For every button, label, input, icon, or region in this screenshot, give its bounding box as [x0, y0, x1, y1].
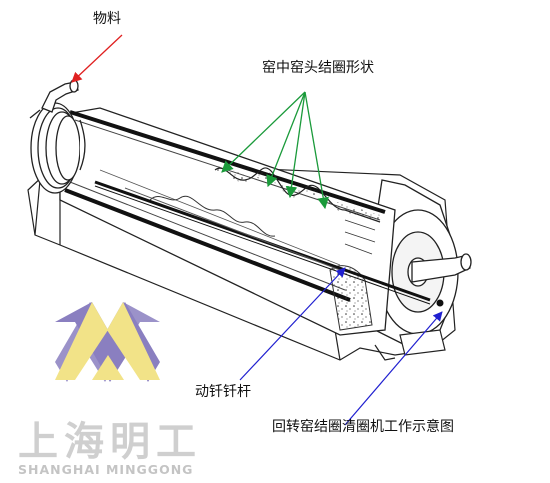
- material-label: 物料: [93, 11, 121, 27]
- ring-shape-label: 窑中窑头结圈形状: [262, 60, 374, 76]
- ring-arrow-2: [266, 91, 306, 188]
- rod-label: 动钎钎杆: [195, 384, 251, 400]
- feed-pipe: [41, 79, 79, 113]
- company-name-cn: 上海明工: [18, 419, 202, 465]
- support-legs: [374, 329, 446, 361]
- ring-arrow-4: [304, 91, 329, 210]
- ring-arrow-1: [221, 91, 306, 173]
- kiln-tail-end: [29, 102, 86, 194]
- material-arrow: [71, 34, 123, 83]
- kiln-cylinder: [59, 107, 396, 336]
- company-name-en: SHANGHAI MINGGONG: [18, 462, 194, 477]
- rod-arrow: [239, 267, 346, 381]
- company-logo-mark: [55, 302, 160, 382]
- exit-pipe: [411, 253, 472, 283]
- ring-shape-arrows: [221, 91, 329, 210]
- drill-rod: [94, 180, 444, 307]
- machine-arrow: [344, 311, 443, 426]
- machine-label: 回转窑结圈清圈机工作示意图: [272, 419, 454, 435]
- ring-arrow-3: [285, 91, 306, 199]
